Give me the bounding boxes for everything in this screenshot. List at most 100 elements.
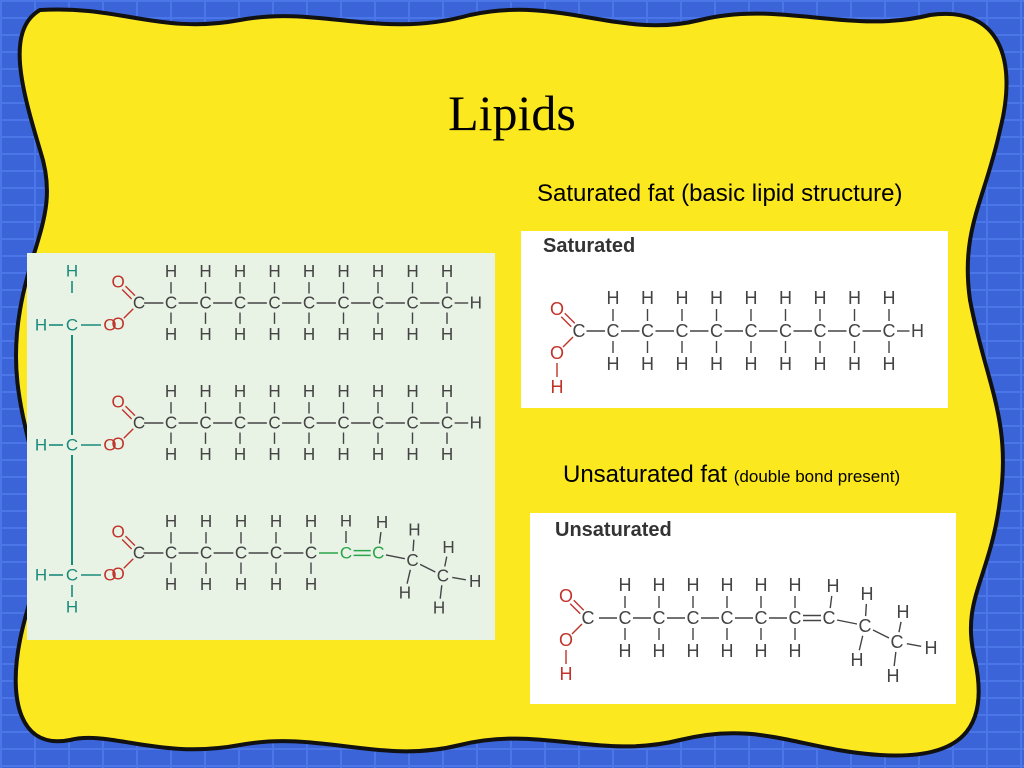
carbon-atom: C (133, 414, 145, 433)
hydrogen-atom: H (199, 325, 211, 344)
bond-line (452, 576, 466, 581)
bond-line (444, 556, 448, 567)
hydrogen-atom: H (814, 354, 827, 374)
bond-line (858, 635, 864, 651)
oxygen-atom: O (111, 434, 124, 453)
hydrogen-atom: H (755, 575, 768, 595)
hydrogen-atom: H (305, 575, 317, 594)
oxygen-atom: O (550, 299, 564, 319)
carbon-atom: C (200, 544, 212, 563)
oxygen-atom: O (111, 314, 124, 333)
carbon-atom: C (653, 608, 666, 628)
carbon-atom: C (234, 414, 246, 433)
carbon-atom: C (199, 294, 211, 313)
hydrogen-atom: H (337, 325, 349, 344)
hydrogen-atom: H (270, 575, 282, 594)
unsaturated-caption-main: Unsaturated fat (563, 461, 734, 488)
carbon-atom: C (199, 414, 211, 433)
oxygen-atom: O (550, 343, 564, 363)
hydrogen-atom: H (303, 445, 315, 464)
carbon-atom: C (66, 436, 78, 455)
carbon-atom: C (337, 414, 349, 433)
hydrogen-atom: H (551, 377, 564, 397)
bond-line (378, 531, 382, 544)
carbon-atom: C (235, 544, 247, 563)
unsaturated-label: Unsaturated (555, 519, 672, 541)
hydrogen-atom: H (406, 325, 418, 344)
oxygen-atom: O (103, 436, 116, 455)
carbon-atom: C (755, 608, 768, 628)
bond-line (898, 621, 902, 633)
oxygen-atom: O (103, 566, 116, 585)
carbon-atom: C (687, 608, 700, 628)
bond-line (439, 585, 443, 599)
hydrogen-atom: H (441, 262, 453, 281)
hydrogen-atom: H (619, 641, 632, 661)
hydrogen-atom: H (199, 382, 211, 401)
hydrogen-atom: H (268, 262, 280, 281)
bond-line (412, 539, 415, 552)
bond-line (121, 288, 133, 300)
carbon-atom: C (406, 414, 418, 433)
carbon-atom: C (745, 321, 758, 341)
carbon-atom: C (165, 414, 177, 433)
hydrogen-atom: H (779, 354, 792, 374)
carbon-atom: C (814, 321, 827, 341)
carbon-atom: C (721, 608, 734, 628)
hydrogen-atom: H (745, 288, 758, 308)
hydrogen-atom: H (607, 354, 620, 374)
hydrogen-atom: H (235, 512, 247, 531)
carbon-atom: C (270, 544, 282, 563)
carbon-atom: C (372, 544, 384, 563)
hydrogen-atom: H (814, 288, 827, 308)
hydrogen-atom: H (199, 262, 211, 281)
carbon-atom: C (133, 544, 145, 563)
carbon-atom: C (372, 414, 384, 433)
hydrogen-atom: H (340, 512, 352, 531)
bond-line (123, 308, 134, 319)
hydrogen-atom: H (268, 445, 280, 464)
carbon-atom: C (66, 316, 78, 335)
hydrogen-atom: H (721, 575, 734, 595)
carbon-atom: C (165, 544, 177, 563)
hydrogen-atom: H (848, 354, 861, 374)
hydrogen-atom: H (372, 445, 384, 464)
hydrogen-atom: H (337, 445, 349, 464)
hydrogen-atom: H (687, 641, 700, 661)
bond-line (124, 405, 136, 417)
bond-line (906, 643, 922, 647)
hydrogen-atom: H (35, 436, 47, 455)
hydrogen-atom: H (653, 575, 666, 595)
hydrogen-atom: H (406, 262, 418, 281)
hydrogen-atom: H (469, 572, 481, 591)
hydrogen-atom: H (303, 382, 315, 401)
carbon-atom: C (437, 566, 449, 585)
oxygen-atom: O (111, 273, 124, 292)
bond-line (571, 623, 583, 635)
bond-line (836, 619, 858, 625)
bond-line (121, 538, 133, 550)
hydrogen-atom: H (165, 325, 177, 344)
hydrogen-atom: H (619, 575, 632, 595)
hydrogen-atom: H (372, 325, 384, 344)
hydrogen-atom: H (337, 382, 349, 401)
hydrogen-atom: H (861, 584, 874, 604)
carbon-atom: C (676, 321, 689, 341)
hydrogen-atom: H (653, 641, 666, 661)
carbon-atom: C (165, 294, 177, 313)
hydrogen-atom: H (721, 641, 734, 661)
bond-line (419, 563, 436, 573)
carbon-atom: C (305, 544, 317, 563)
hydrogen-atom: H (755, 641, 768, 661)
carbon-atom: C (823, 608, 836, 628)
bond-line (560, 316, 572, 328)
hydrogen-atom: H (851, 650, 864, 670)
bond-line (829, 595, 833, 609)
hydrogen-atom: H (441, 325, 453, 344)
hydrogen-atom: H (883, 354, 896, 374)
unsaturated-caption-note: (double bond present) (733, 467, 901, 486)
bond-line (569, 603, 581, 615)
